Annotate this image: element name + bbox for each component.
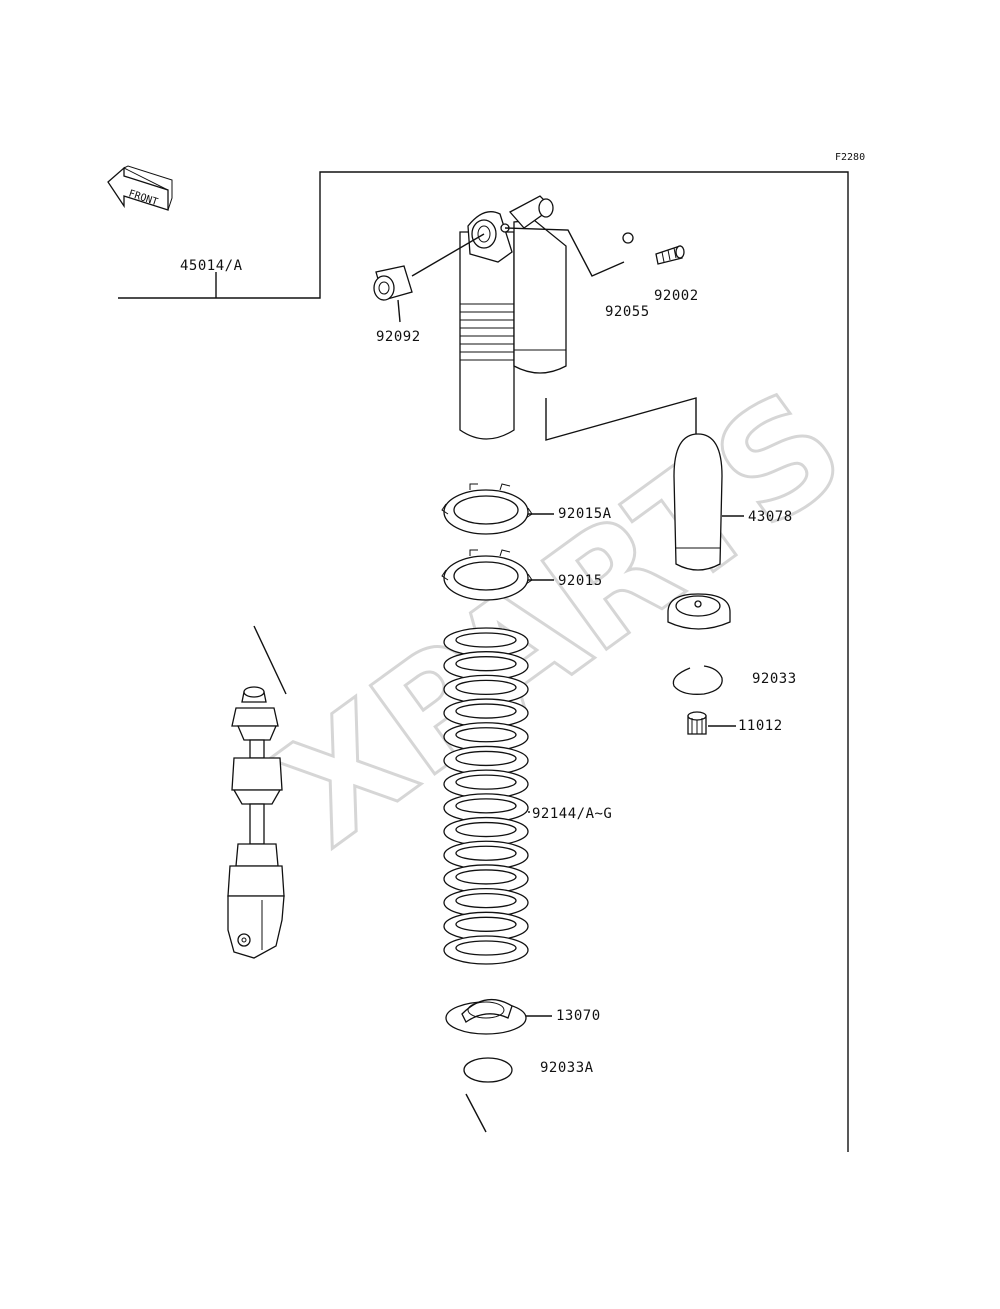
circlip-lower-leader: [465, 1093, 487, 1133]
spring-coil-inner: [455, 821, 517, 838]
valve-part: [655, 245, 685, 265]
spring-part: [443, 627, 529, 965]
circlip-upper-part: [672, 665, 723, 695]
label-oring: 92055: [605, 304, 650, 320]
label-valve-core: 11012: [738, 718, 783, 734]
spring-coil-inner: [455, 750, 517, 767]
label-valve: 92002: [654, 288, 699, 304]
bushing-leader-line: [411, 233, 485, 277]
diagram-code: F2280: [835, 152, 865, 163]
reservoir-leader-line: [545, 397, 697, 441]
spring-coil-inner: [455, 632, 517, 648]
label-circlip-lower: 92033A: [540, 1060, 594, 1076]
spring-coil-inner: [455, 679, 517, 696]
shock-thread: [460, 303, 514, 361]
label-circlip-upper: 92033: [752, 671, 797, 687]
assembly-bracket-line: [118, 171, 849, 1152]
reservoir-cap-part: [673, 433, 723, 571]
label-spring: 92144/A~G: [532, 806, 612, 822]
label-bushing: 92092: [376, 329, 421, 345]
circlip-lower-part: [463, 1057, 513, 1083]
locknut-a-part: [441, 483, 533, 535]
valve-core-part: [687, 711, 707, 735]
shock-body: [459, 195, 567, 440]
label-reservoir-cap: 43078: [748, 509, 793, 525]
reservoir-plug-part: [667, 593, 731, 630]
spring-coil-inner: [455, 727, 517, 743]
spring-coil-inner: [455, 703, 517, 719]
front-arrow-icon: FRONT: [107, 165, 173, 211]
spring-coil-inner: [455, 892, 517, 909]
spring-guide-part: [445, 998, 527, 1035]
locknut-part: [441, 549, 533, 601]
damper-rod-part: [227, 625, 287, 959]
label-spring-guide: 13070: [556, 1008, 601, 1024]
spring-coil-inner: [455, 916, 517, 932]
spring-coil-inner: [455, 774, 517, 790]
bushing-part: [373, 265, 413, 301]
spring-coil-inner: [455, 869, 517, 885]
label-nut-a: 92015A: [558, 506, 612, 522]
label-nut: 92015: [558, 573, 603, 589]
spring-coil-inner: [455, 798, 517, 814]
oring-leader-line: [504, 227, 625, 277]
spring-coil-inner: [455, 845, 517, 861]
spring-coil-inner: [455, 656, 517, 672]
label-assembly: 45014/A: [180, 258, 243, 274]
oring-part: [622, 232, 634, 244]
spring-coil-inner: [455, 940, 517, 956]
bushing-leader-lower: [397, 299, 401, 323]
